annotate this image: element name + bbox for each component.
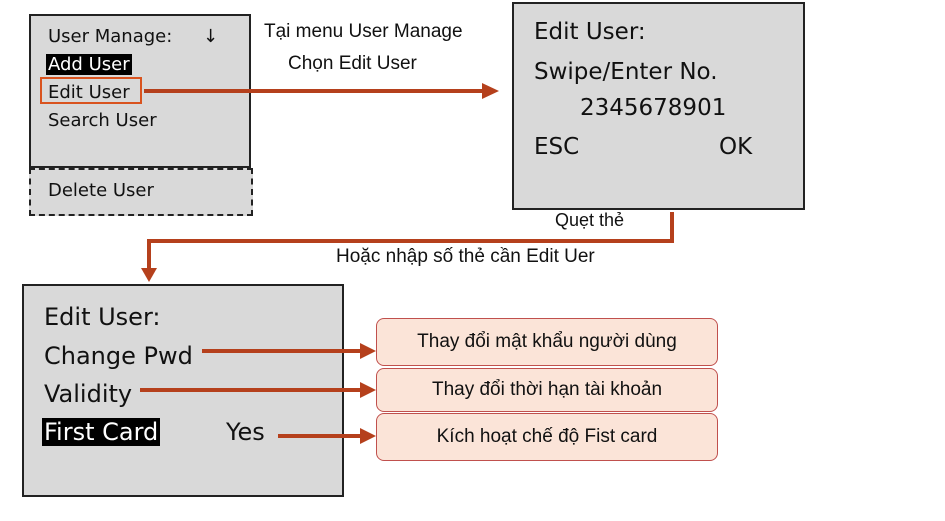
edit-user-entry-screen: Edit User: Swipe/Enter No. 2345678901 ES… xyxy=(512,2,805,210)
note-change-password: Thay đổi mật khẩu người dùng xyxy=(376,318,718,366)
options-title: Edit User: xyxy=(44,303,161,331)
note-validity: Thay đổi thời hạn tài khoản xyxy=(376,368,718,412)
option-change-pwd[interactable]: Change Pwd xyxy=(44,342,193,370)
step2-caption-line1: Quẹt thẻ xyxy=(555,210,625,230)
menu-item-add-user[interactable]: Add User xyxy=(46,54,132,75)
delete-user-dashed-box: Delete User xyxy=(29,168,253,216)
edit-user-highlight xyxy=(40,77,142,104)
first-card-value: Yes xyxy=(226,418,265,446)
down-arrow-icon: ↓ xyxy=(203,26,219,47)
edit-user-options-screen: Edit User: Change Pwd Validity First Car… xyxy=(22,284,344,497)
option-first-card[interactable]: First Card xyxy=(42,418,161,446)
ok-key[interactable]: OK xyxy=(719,134,753,160)
card-number: 2345678901 xyxy=(580,95,727,121)
menu-item-search-user[interactable]: Search User xyxy=(48,110,157,131)
menu-item-delete-user[interactable]: Delete User xyxy=(48,180,154,201)
step1-caption-line1: Tại menu User Manage xyxy=(264,21,463,42)
entry-title: Edit User: xyxy=(534,19,646,45)
esc-key[interactable]: ESC xyxy=(534,134,580,160)
menu-title: User Manage: xyxy=(48,26,173,47)
entry-prompt: Swipe/Enter No. xyxy=(534,59,718,85)
menu-item-edit-user[interactable]: Edit User xyxy=(48,82,130,103)
note-first-card: Kích hoạt chế độ Fist card xyxy=(376,413,718,461)
option-validity[interactable]: Validity xyxy=(44,380,133,408)
step2-caption-line2: Hoặc nhập số thẻ cần Edit Uer xyxy=(336,246,595,267)
step1-caption-line2: Chọn Edit User xyxy=(288,53,417,74)
